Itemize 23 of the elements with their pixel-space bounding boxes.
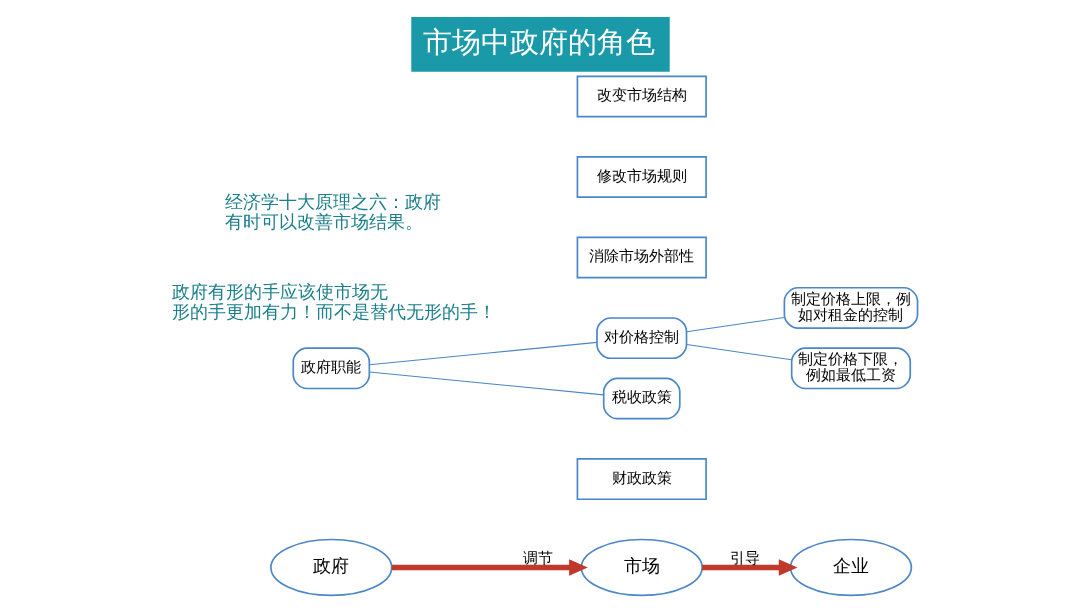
node-box: 消除市场外部性 (576, 236, 707, 279)
node-box: 制定价格上限，例如对租金的控制 (783, 286, 918, 329)
diagram-title: 市场中政府的角色 (422, 25, 655, 60)
edge-label: 调节 (522, 550, 553, 567)
node-ellipse: 政府 (269, 538, 393, 597)
connector (368, 341, 597, 366)
label: 经济学十大原理之六：政府有时可以改善市场结果。 (224, 191, 441, 233)
arrow (701, 559, 797, 576)
node-box: 财政政策 (576, 458, 707, 501)
label: 政府有形的手应该使市场无形的手更加有力！而不是替代无形的手！ (171, 280, 496, 322)
connector (685, 316, 785, 333)
node-ellipse: 市场 (580, 538, 703, 597)
node-ellipse: 企业 (789, 538, 912, 597)
node-box: 制定价格下限，例如最低工资 (790, 347, 911, 390)
node-box: 政府职能 (291, 347, 370, 390)
connector (368, 371, 604, 396)
arrow (391, 559, 588, 576)
node-box: 对价格控制 (595, 317, 687, 360)
edge-label: 引导 (729, 550, 760, 567)
node-box: 改变市场结构 (576, 75, 707, 118)
connector (685, 343, 792, 361)
node-box: 修改市场规则 (576, 156, 707, 198)
node-box: 税收政策 (602, 377, 681, 420)
